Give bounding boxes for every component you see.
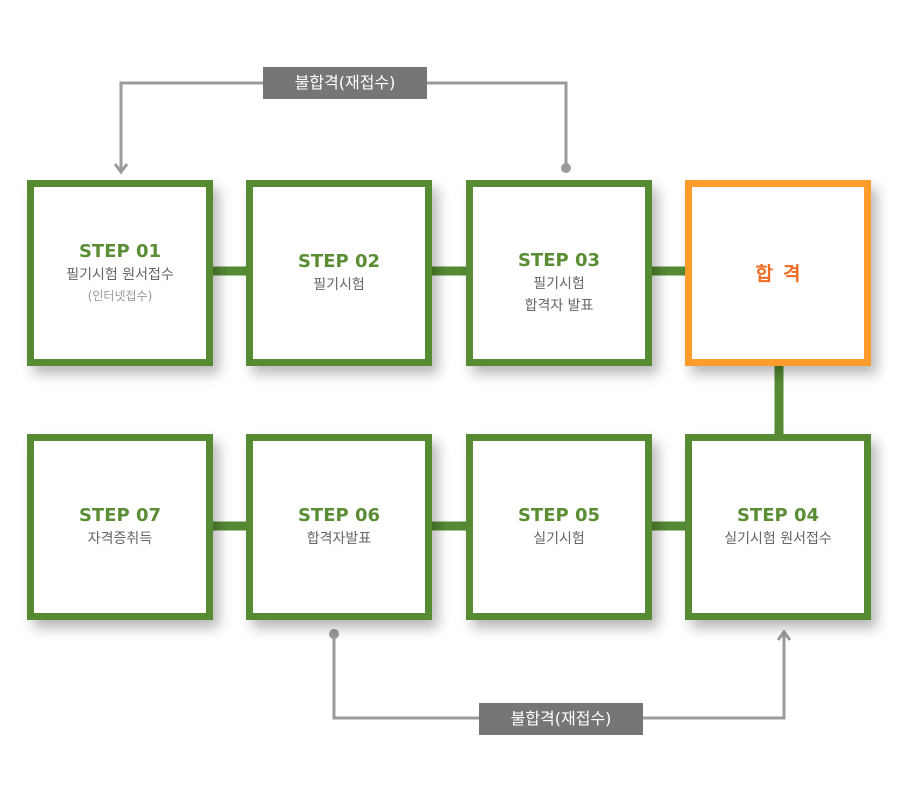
step-desc: 합격자발표 bbox=[306, 531, 372, 547]
pass-box: 합격 bbox=[685, 180, 871, 366]
step-connectors bbox=[213, 266, 784, 531]
step-label: STEP 01 bbox=[78, 241, 162, 262]
step-label: STEP 05 bbox=[517, 505, 601, 526]
step-sub: (인터넷접수) bbox=[87, 289, 153, 303]
step-desc: 자격증취득 bbox=[87, 531, 153, 547]
step-06-box: STEP 06 합격자발표 bbox=[246, 434, 432, 620]
bottom-fail-tag: 불합격(재접수) bbox=[479, 703, 643, 735]
step-label: STEP 06 bbox=[297, 505, 381, 526]
step-label: STEP 02 bbox=[297, 251, 381, 272]
top-loop-dot bbox=[561, 163, 571, 173]
top-fail-tag: 불합격(재접수) bbox=[263, 67, 427, 99]
pass-label: 합격 bbox=[755, 262, 811, 285]
step-desc: 필기시험 원서접수 bbox=[66, 267, 174, 283]
step-desc: 실기시험 bbox=[533, 531, 585, 547]
step-desc: 실기시험 원서접수 bbox=[724, 531, 832, 547]
step-label: STEP 04 bbox=[736, 505, 820, 526]
step-07-box: STEP 07 자격증취득 bbox=[27, 434, 213, 620]
step-desc: 필기시험 bbox=[313, 277, 365, 293]
step-label: STEP 07 bbox=[78, 505, 162, 526]
step-01-box: STEP 01 필기시험 원서접수 (인터넷접수) bbox=[27, 180, 213, 366]
step-desc-2: 합격자 발표 bbox=[524, 298, 594, 314]
step-02-box: STEP 02 필기시험 bbox=[246, 180, 432, 366]
step-label: STEP 03 bbox=[517, 250, 601, 271]
step-desc: 필기시험 bbox=[533, 276, 585, 292]
step-04-box: STEP 04 실기시험 원서접수 bbox=[685, 434, 871, 620]
step-05-box: STEP 05 실기시험 bbox=[466, 434, 652, 620]
bottom-loop-dot bbox=[329, 629, 339, 639]
step-03-box: STEP 03 필기시험 합격자 발표 bbox=[466, 180, 652, 366]
